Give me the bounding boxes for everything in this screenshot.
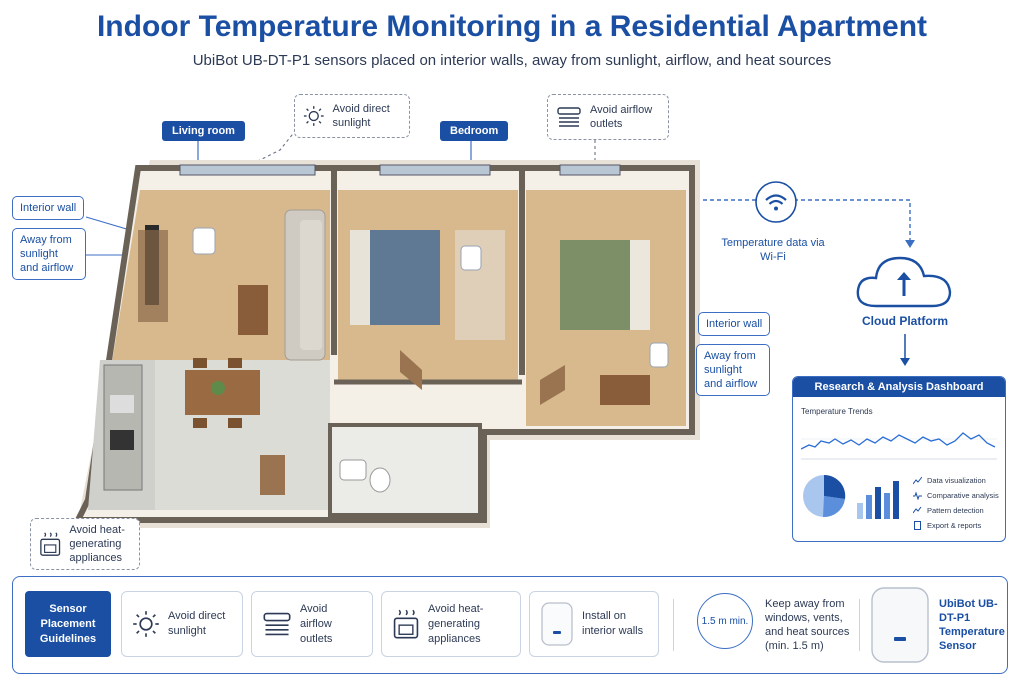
separator: [859, 599, 860, 651]
feature-export-reports: Export & reports: [913, 518, 999, 533]
page-subtitle: UbiBot UB-DT-P1 sensors placed on interi…: [192, 52, 832, 69]
cloud-icon: [856, 256, 952, 308]
interior-wall-callout-left: Interior wall: [12, 196, 85, 220]
sun-icon: [303, 106, 324, 126]
guideline-sunlight: Avoid direct sunlight: [121, 591, 243, 657]
wifi-icon: [755, 181, 797, 223]
sensor-icon: [541, 602, 573, 646]
vent-icon: [557, 107, 581, 127]
avoid-sunlight-callout: Avoid direct sunlight: [294, 94, 410, 138]
feature-comparative-analysis: Comparative analysis: [913, 488, 999, 503]
away-callout-right: Away from sunlight and airflow: [696, 344, 770, 396]
guideline-heat-text: Avoid heat-generating appliances: [428, 602, 484, 645]
sparkle-icon: [913, 506, 922, 514]
distance-badge: 1.5 m min.: [697, 593, 753, 649]
guideline-airflow: Avoid airflow outlets: [251, 591, 373, 657]
dashboard-feature-list: Data visualization Comparative analysis …: [913, 473, 999, 533]
keep-away-text: Keep away from windows, vents, and heat …: [765, 598, 850, 652]
guideline-sunlight-text: Avoid direct sunlight: [168, 610, 226, 637]
guideline-airflow-text: Avoid airflow outlets: [300, 602, 333, 645]
cloud-platform-label: Cloud Platform: [862, 314, 948, 328]
analysis-dashboard: Research & Analysis Dashboard Temperatur…: [792, 376, 1006, 542]
bedroom-label: Bedroom: [440, 121, 509, 141]
guideline-walls-text: Install on interior walls: [582, 610, 644, 637]
sensor-second-bedroom: [649, 342, 669, 368]
sensor-bedroom: [460, 245, 482, 271]
page-title: Indoor Temperature Monitoring in a Resid…: [96, 10, 928, 43]
living-room-label: Living room: [162, 121, 245, 141]
wifi-label: Temperature data via Wi-Fi: [721, 237, 825, 263]
away-callout-left: Away from sunlight and airflow: [12, 228, 86, 280]
guideline-interior-walls: Install on interior walls: [529, 591, 659, 657]
feature-data-visualization: Data visualization: [913, 473, 999, 488]
feature-pattern-detection: Pattern detection: [913, 503, 999, 518]
sensor-living-room: [192, 227, 216, 255]
line-chart-icon: [913, 476, 922, 485]
avoid-sunlight-text: Avoid direct sunlight: [332, 103, 390, 129]
temperature-trend-line: [801, 432, 997, 460]
oven-icon: [393, 609, 419, 639]
sun-icon: [133, 611, 159, 637]
floor-plan: [70, 160, 700, 528]
interior-wall-callout-right: Interior wall: [698, 312, 771, 336]
avoid-airflow-callout: Avoid airflow outlets: [547, 94, 669, 140]
guidelines-heading: Sensor Placement Guidelines: [25, 591, 111, 657]
pie-chart-icon: [803, 474, 846, 518]
vent-icon: [263, 612, 291, 636]
avoid-heat-text: Avoid heat-generating appliances: [69, 524, 125, 564]
bar-chart-icon: [857, 481, 899, 519]
oven-icon: [40, 532, 61, 556]
guideline-heat: Avoid heat-generating appliances: [381, 591, 521, 657]
separator: [673, 599, 674, 651]
document-icon: [914, 521, 921, 530]
avoid-airflow-text: Avoid airflow outlets: [590, 104, 653, 130]
sensor-name: UbiBot UB-DT-P1 Temperature Sensor: [939, 598, 1005, 652]
temperature-trends-title: Temperature Trends: [801, 407, 873, 416]
dashboard-title: Research & Analysis Dashboard: [793, 377, 1005, 397]
pulse-icon: [913, 491, 922, 500]
placement-guidelines: Sensor Placement Guidelines Avoid direct…: [12, 576, 1008, 674]
avoid-heat-callout: Avoid heat-generating appliances: [30, 518, 140, 570]
sensor-device-icon: [871, 587, 929, 663]
